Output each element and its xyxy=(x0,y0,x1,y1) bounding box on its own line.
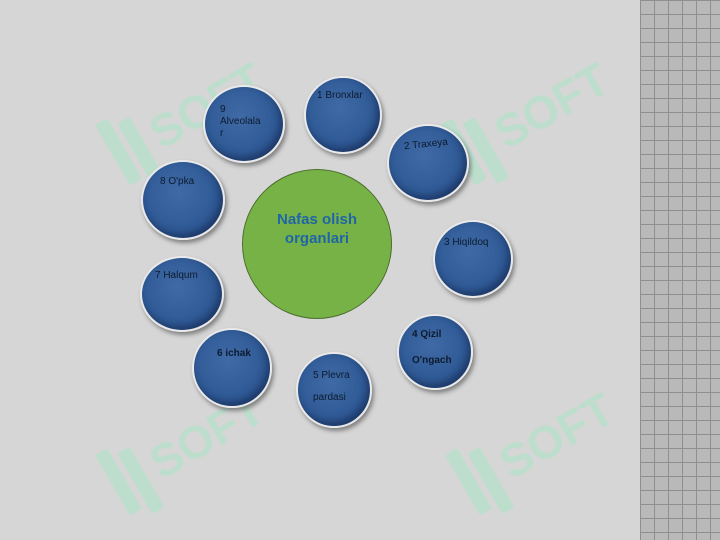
node-label-opka: 8 O'pka xyxy=(160,176,195,187)
node-halqum xyxy=(140,256,224,332)
center-title: Nafas olish organlari xyxy=(276,211,358,247)
svg-text:SOFT: SOFT xyxy=(490,382,622,488)
node-label-halqum: 7 Halqum xyxy=(155,270,198,281)
node-label-hiqildoq: 3 Hiqildoq xyxy=(444,237,489,248)
node-label-alveolalar-line1: 9 xyxy=(220,104,226,115)
node-label-qizilongach-line2: O'ngach xyxy=(412,355,452,366)
node-alveolalar xyxy=(203,85,285,163)
grid-panel xyxy=(640,0,720,540)
node-label-bronxlar: 1 Bronxlar xyxy=(317,90,363,101)
node-hiqildoq xyxy=(433,220,513,298)
node-plevra xyxy=(296,352,372,428)
center-node: Nafas olish organlari xyxy=(242,169,392,319)
node-label-alveolalar-line3: r xyxy=(220,128,224,139)
node-opka xyxy=(141,160,225,240)
node-traxeya xyxy=(387,124,469,202)
node-label-plevra-line1: 5 Plevra xyxy=(313,370,350,381)
node-qizilongach xyxy=(397,314,473,390)
node-label-plevra-line2: pardasi xyxy=(313,392,346,403)
node-bronxlar xyxy=(304,76,382,154)
node-ichak xyxy=(192,328,272,408)
node-label-alveolalar-line2: Alveolala xyxy=(220,116,261,127)
svg-text:SOFT: SOFT xyxy=(485,52,617,158)
node-label-qizilongach-line1: 4 Qizil xyxy=(412,329,442,340)
node-label-ichak: 6 ichak xyxy=(217,348,251,359)
